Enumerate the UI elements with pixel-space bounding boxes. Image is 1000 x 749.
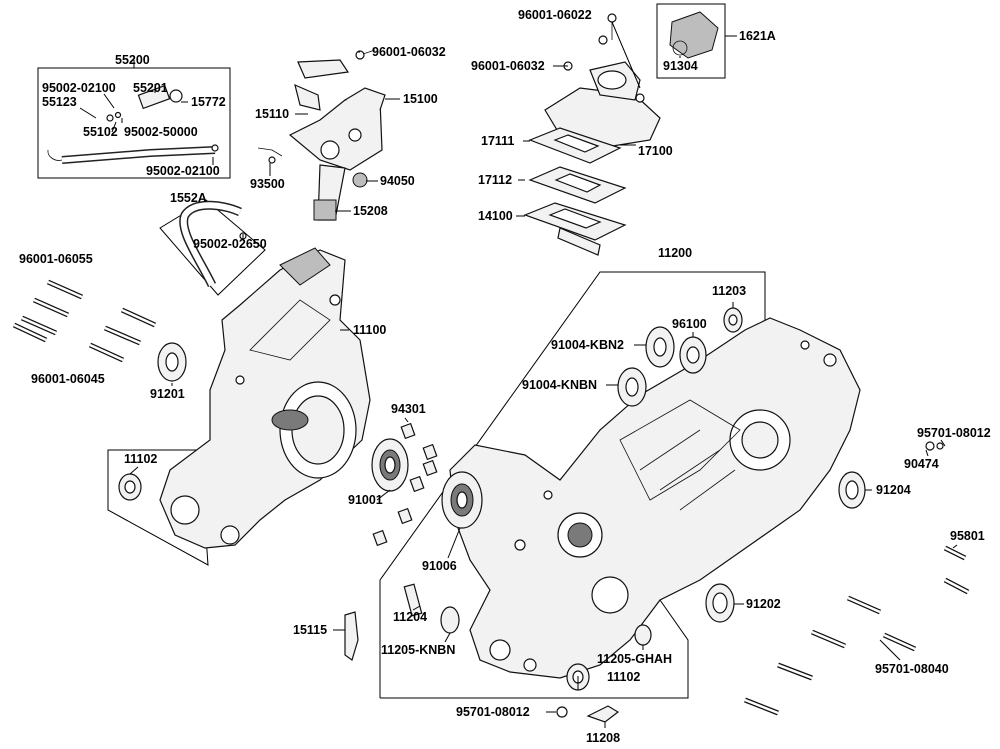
- label-96001-06032-pump: 96001-06032: [372, 45, 446, 59]
- label-96001-06045: 96001-06045: [31, 372, 105, 386]
- label-96001-06032-intake: 96001-06032: [471, 59, 545, 73]
- crankcase-right-11200: [449, 317, 861, 679]
- label-94301: 94301: [391, 402, 426, 416]
- part-labels: 55200 95002-02100 55201 55123 15772 5510…: [19, 8, 991, 745]
- label-96001-06022: 96001-06022: [518, 8, 592, 22]
- oil-pipe-55200: [46, 84, 219, 164]
- label-11205-knbn: 11205-KNBN: [381, 643, 455, 657]
- label-95002-02100-bottom: 95002-02100: [146, 164, 220, 178]
- bushing-11102-left: [118, 473, 142, 501]
- label-95002-02650: 95002-02650: [193, 237, 267, 251]
- label-55123: 55123: [42, 95, 77, 109]
- label-11102-left: 11102: [124, 452, 157, 466]
- label-11204: 11204: [393, 610, 427, 624]
- label-11205-ghah: 11205-GHAH: [597, 652, 672, 666]
- label-91006: 91006: [422, 559, 457, 573]
- clamp-11208: [586, 705, 620, 723]
- label-17112: 17112: [478, 173, 512, 187]
- label-95701-08040: 95701-08040: [875, 662, 949, 676]
- label-1621a: 1621A: [739, 29, 776, 43]
- seal-91202: [705, 583, 735, 623]
- label-91001: 91001: [348, 493, 383, 507]
- dowel-pins-94301: [372, 422, 438, 547]
- label-11102-right: 11102: [607, 670, 640, 684]
- seal-91204: [838, 471, 866, 509]
- oil-pump-15100: [257, 49, 386, 221]
- label-91304: 91304: [663, 59, 698, 73]
- seal-11203: [723, 307, 743, 333]
- label-11100: 11100: [353, 323, 386, 337]
- label-55201: 55201: [133, 81, 168, 95]
- label-15772: 15772: [191, 95, 226, 109]
- label-90474: 90474: [904, 457, 939, 471]
- bushing-11205-knbn: [440, 606, 460, 634]
- label-96001-06055: 96001-06055: [19, 252, 93, 266]
- label-91004-knbn: 91004-KNBN: [522, 378, 597, 392]
- gasket-1621a: [669, 11, 719, 59]
- label-11203: 11203: [712, 284, 746, 298]
- group-box-55200: [37, 60, 231, 179]
- bearing-96100: [679, 336, 707, 374]
- bushing-11205-ghah: [634, 624, 652, 646]
- label-15115: 15115: [293, 623, 327, 637]
- label-95002-02100-top: 95002-02100: [42, 81, 116, 95]
- label-55200: 55200: [115, 53, 150, 67]
- label-96100: 96100: [672, 317, 707, 331]
- bearing-91006: [441, 471, 483, 529]
- label-1552a: 1552A: [170, 191, 207, 205]
- intake-manifold-17100: [544, 13, 661, 149]
- bearing-91004-knbn: [617, 367, 647, 407]
- group-box-11102-left: [107, 449, 209, 566]
- label-91004-kbn2: 91004-KBN2: [551, 338, 624, 352]
- label-17100: 17100: [638, 144, 673, 158]
- bearing-91201: [157, 342, 187, 382]
- crankcase-left-11100: [159, 247, 371, 549]
- bearing-91004-kbn2: [645, 326, 675, 368]
- label-15100: 15100: [403, 92, 438, 106]
- leader-lines: [79, 21, 958, 728]
- label-17111: 17111: [481, 134, 514, 148]
- group-box-11200: [379, 271, 766, 699]
- label-91204: 91204: [876, 483, 911, 497]
- label-15208: 15208: [353, 204, 388, 218]
- label-14100: 14100: [478, 209, 513, 223]
- label-95701-08012-right: 95701-08012: [917, 426, 991, 440]
- label-91202: 91202: [746, 597, 781, 611]
- reed-block-14100: [523, 202, 627, 256]
- bearing-91001: [371, 438, 409, 492]
- reed-valve-17112: [528, 166, 627, 204]
- label-11200: 11200: [658, 246, 692, 260]
- group-box-1621a: [656, 3, 726, 79]
- label-15110: 15110: [255, 107, 289, 121]
- label-94050: 94050: [380, 174, 415, 188]
- bolts-left: [12, 279, 157, 363]
- label-95801: 95801: [950, 529, 985, 543]
- label-93500: 93500: [250, 177, 285, 191]
- bolts-right: [556, 441, 970, 718]
- label-55102: 55102: [83, 125, 118, 139]
- clip-15115: [344, 611, 359, 661]
- gasket-17111: [528, 127, 622, 164]
- label-11208: 11208: [586, 731, 620, 745]
- label-95002-50000: 95002-50000: [124, 125, 198, 139]
- label-91201: 91201: [150, 387, 185, 401]
- label-95701-08012-bottom: 95701-08012: [456, 705, 530, 719]
